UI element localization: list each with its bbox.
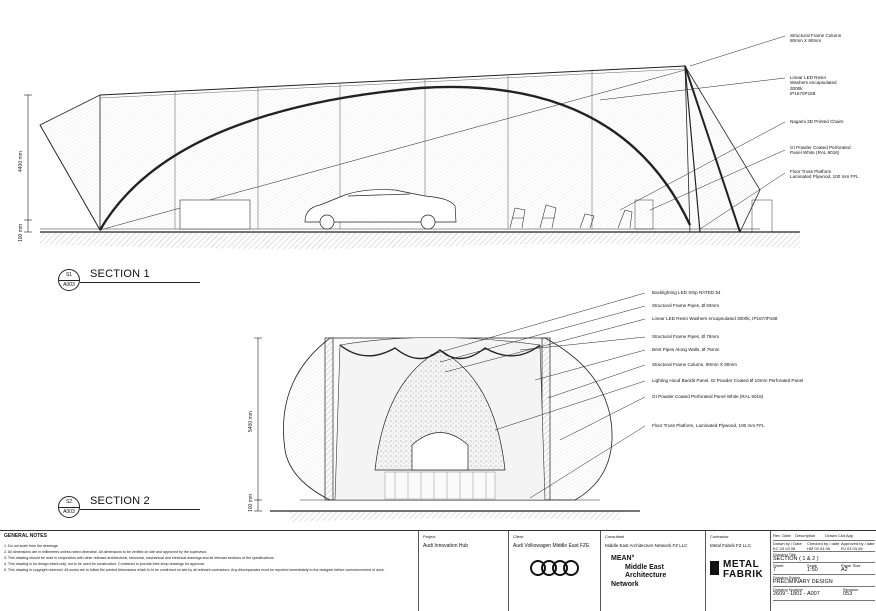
project-name: Audi Innovation Hub: [423, 543, 469, 549]
metal-fabrik-mark-icon: [710, 561, 719, 575]
roof-scallops: [339, 344, 541, 360]
chairs-row: [384, 471, 496, 500]
audi-rings-logo: [530, 560, 579, 576]
contractor-name: Metal Fabrik FZ LLC: [710, 543, 752, 548]
canopy-mesh: [100, 66, 690, 230]
drawing-info-cell: Rev Date Description Drawn Ckd App Drawn…: [770, 531, 876, 611]
note-item: 2. All dimensions are in millimeters unl…: [4, 549, 208, 554]
note-item: 5. This drawing is copyright reserved. A…: [4, 567, 385, 572]
metal-fabrik-logo: METAL FABRIK: [723, 559, 764, 580]
callout-s1-panel: GI Powder Coated Perforated Panel White …: [790, 145, 851, 156]
callout-s2-led-strip: Backlighting LED Strip RATED 54: [652, 290, 721, 295]
right-wing: [684, 64, 761, 233]
callout-s1-floor: Floor Truss Platform Laminated Plywood, …: [790, 169, 859, 180]
consultant-name: Middle East Architecture Network FZ LLC: [605, 543, 688, 548]
general-notes: GENERAL NOTES 1. Do not scale from the d…: [4, 533, 414, 573]
section-2-drawing: [254, 292, 646, 522]
callout-s2-column: Structural Frame Column, 80mm X 80mm: [652, 362, 738, 367]
leaders-s2: [429, 292, 646, 499]
note-item: 3. This drawing should be read in conjun…: [4, 555, 275, 560]
main-arch: [98, 85, 692, 231]
consultant-cell: Consultant Middle East Architecture Netw…: [600, 531, 705, 611]
callout-s2-floor: Floor Truss Platform, Laminated Plywood,…: [652, 423, 765, 428]
section-1-drawing: [24, 35, 800, 249]
notes-heading: GENERAL NOTES: [4, 533, 47, 539]
car-silhouette: [304, 189, 457, 230]
callout-s1-column: Structural Frame Column 80mm X 80mm: [790, 33, 842, 44]
dim-height-s1: 4400 mm: [18, 151, 24, 172]
wall-panel: [179, 199, 251, 230]
left-column: [324, 337, 334, 501]
contractor-cell: Contractor Metal Fabrik FZ LLC METAL FAB…: [705, 531, 770, 611]
section-1-title: SECTION 1: [90, 268, 150, 280]
section-2-underline: [80, 509, 200, 510]
callout-s1-chairs: Nagami 3D Printed Chairs: [790, 119, 844, 124]
callout-s2-bent-pipes: Bent Pipes Along Walls, Ø 76mm: [652, 347, 720, 352]
section-1-underline: [80, 282, 200, 283]
title-block: Project Audi Innovation Hub Client Audi …: [0, 530, 876, 611]
callout-s2-pipes-63: Structural Frame Pipes, Ø 63mm: [652, 303, 720, 308]
mean-logo: MEAN° Middle East Architecture Network: [611, 555, 667, 588]
note-item: 4. This drawing is for design intent onl…: [4, 561, 205, 566]
client-name: Audi Volkswagen Middle East FZE: [513, 543, 590, 549]
project-cell: Project Audi Innovation Hub: [418, 531, 508, 611]
callout-s2-lighting-hood: Lighting Hood Backlit Panel, GI Powder C…: [652, 378, 804, 383]
dimension-line-s2: [254, 337, 262, 512]
ground-hatch-s2: [290, 511, 620, 522]
note-item: 1. Do not scale from the drawings.: [4, 544, 59, 548]
callout-s1-led: Linear LED Resin Washers encapsulated 30…: [790, 75, 837, 97]
ground-hatch-s1: [40, 232, 800, 249]
dim-height-s2: 5400 mm: [248, 411, 254, 432]
chairs: [509, 204, 633, 229]
doorway: [411, 432, 469, 471]
dim-base-s1: 100 mm: [18, 223, 24, 242]
client-cell: Client Audi Volkswagen Middle East FZE: [508, 531, 600, 611]
callout-s2-panel: GI Powder Coated Perforated Panel White …: [652, 394, 764, 399]
dim-base-s2: 100 mm: [248, 493, 254, 512]
section-2-title: SECTION 2: [90, 495, 150, 507]
drawing-title: Drawing Title SECTION ( 1 & 2 ): [773, 552, 875, 563]
leaders-s1: [599, 35, 786, 230]
left-wing: [39, 94, 101, 232]
callout-s2-pipes-76: Structural Frame Pipes, Ø 76mm: [652, 334, 720, 339]
revision-header-row: Rev Date Description Drawn Ckd App: [773, 533, 875, 541]
callout-s2-led-washers: Linear LED Resin Washers encapsulated 30…: [652, 316, 778, 321]
dimension-line-s1: [24, 94, 32, 233]
